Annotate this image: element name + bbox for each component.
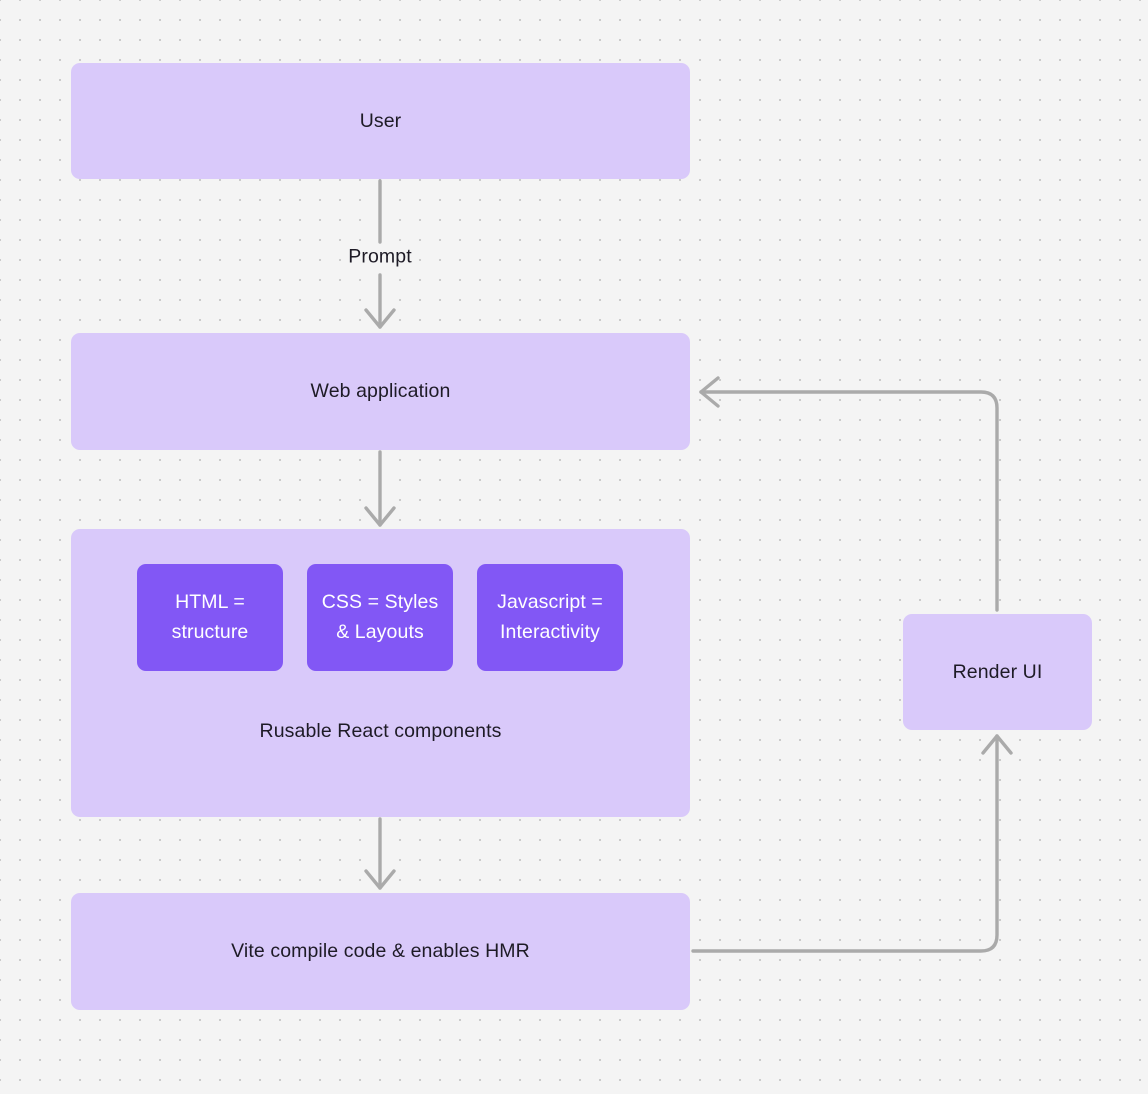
edge-label-prompt: Prompt xyxy=(341,245,419,269)
chip-css[interactable]: CSS = Styles & Layouts xyxy=(307,564,453,671)
chip-html[interactable]: HTML = structure xyxy=(137,564,283,671)
chip-css-label: CSS = Styles & Layouts xyxy=(321,591,439,643)
edge-vite-to-render-arrowhead xyxy=(981,734,1013,755)
node-user[interactable]: User xyxy=(71,63,690,179)
node-render-ui[interactable]: Render UI xyxy=(903,614,1092,730)
node-render-ui-label: Render UI xyxy=(952,660,1043,683)
edge-components-to-vite-arrowhead xyxy=(364,869,396,890)
node-vite-label: Vite compile code & enables HMR xyxy=(231,940,530,963)
node-user-label: User xyxy=(359,109,402,132)
node-web-application-label: Web application xyxy=(310,380,451,403)
edge-vite-to-render xyxy=(691,734,999,953)
edge-render-to-webapp-arrowhead xyxy=(699,376,720,408)
chip-javascript[interactable]: Javascript = Interactivity xyxy=(477,564,623,671)
chip-javascript-label: Javascript = Interactivity xyxy=(497,591,603,643)
chip-html-label: HTML = structure xyxy=(171,591,249,643)
node-web-application[interactable]: Web application xyxy=(71,333,690,450)
edge-user-to-webapp-arrowhead xyxy=(364,308,396,329)
edge-webapp-to-components-arrowhead xyxy=(364,506,396,527)
edge-render-to-webapp xyxy=(699,390,999,612)
node-react-components[interactable]: HTML = structure CSS = Styles & Layouts … xyxy=(71,529,690,817)
node-react-components-caption: Rusable React components xyxy=(259,720,502,742)
node-vite[interactable]: Vite compile code & enables HMR xyxy=(71,893,690,1010)
